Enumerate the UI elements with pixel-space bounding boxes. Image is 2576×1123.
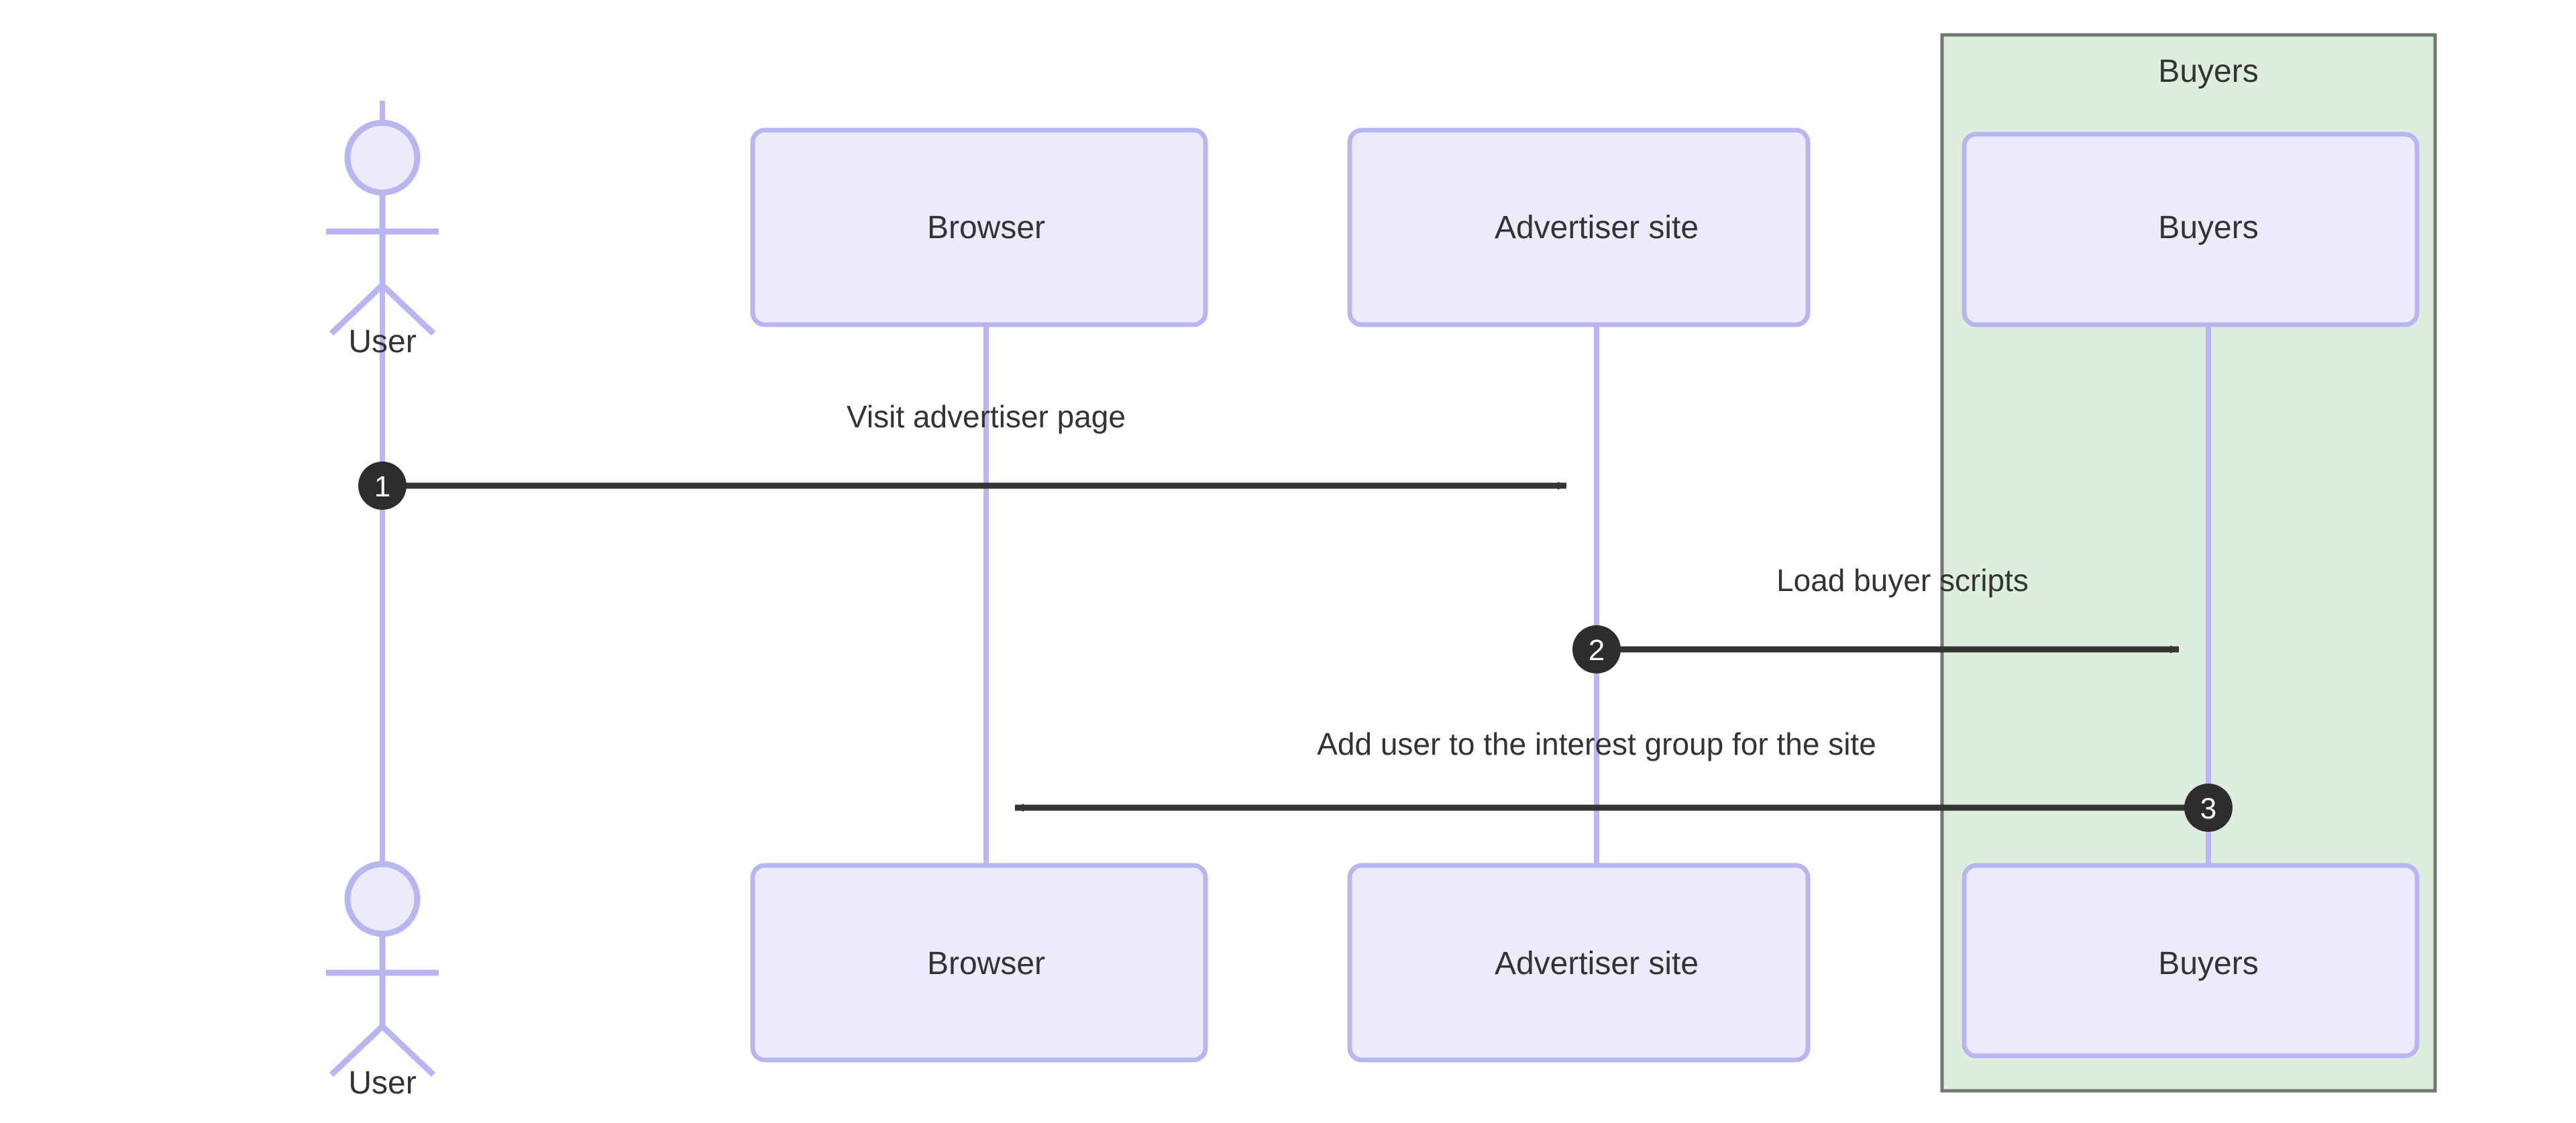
lifelines bbox=[380, 101, 2211, 879]
message-3-label: Add user to the interest group for the s… bbox=[1317, 727, 1876, 761]
participant-advertiser-top[interactable]: Advertiser site bbox=[1347, 127, 1811, 327]
participant-advertiser-bottom-rect bbox=[1347, 863, 1811, 1063]
participant-buyers-bottom-rect bbox=[1962, 863, 2420, 1059]
message-3[interactable]: Add user to the interest group for the s… bbox=[1014, 727, 2233, 832]
participant-buyers-bottom[interactable]: Buyers bbox=[1962, 863, 2420, 1059]
participant-browser-bottom-label: Browser bbox=[927, 946, 1045, 981]
participant-buyers-top-label: Buyers bbox=[2158, 210, 2258, 246]
actor-head-icon bbox=[344, 119, 421, 196]
actor-leg-right-icon bbox=[380, 1024, 436, 1077]
participant-advertiser-bottom[interactable]: Advertiser site bbox=[1347, 863, 1811, 1063]
actor-leg-right-icon bbox=[380, 282, 436, 336]
message-2[interactable]: Load buyer scripts 2 bbox=[1572, 563, 2180, 674]
participant-advertiser-bottom-label: Advertiser site bbox=[1495, 946, 1699, 981]
participant-buyers-bottom-label: Buyers bbox=[2158, 946, 2258, 981]
participant-browser-top-label: Browser bbox=[927, 210, 1045, 246]
message-2-number: 2 bbox=[1589, 634, 1605, 667]
participant-buyers-top[interactable]: Buyers bbox=[1962, 131, 2420, 327]
participant-browser-top-rect bbox=[750, 127, 1208, 327]
message-1-number: 1 bbox=[374, 470, 390, 503]
actor-user-bottom-label: User bbox=[348, 1065, 416, 1101]
message-1-label: Visit advertiser page bbox=[847, 399, 1126, 434]
participant-advertiser-top-rect bbox=[1347, 127, 1811, 327]
message-2-badge bbox=[1572, 625, 1621, 674]
participant-browser-top[interactable]: Browser bbox=[750, 127, 1208, 327]
actor-user-bottom[interactable]: User bbox=[326, 861, 439, 1101]
message-3-number: 3 bbox=[2200, 792, 2216, 825]
participant-advertiser-top-label: Advertiser site bbox=[1495, 210, 1699, 246]
message-1-badge bbox=[358, 462, 407, 510]
participant-browser-bottom[interactable]: Browser bbox=[750, 863, 1208, 1063]
participant-buyers-top-rect bbox=[1962, 131, 2420, 327]
message-2-label: Load buyer scripts bbox=[1776, 563, 2029, 598]
message-3-badge bbox=[2184, 784, 2233, 832]
message-1[interactable]: Visit advertiser page 1 bbox=[358, 399, 1567, 510]
actor-leg-left-icon bbox=[329, 1024, 385, 1077]
actor-head-icon bbox=[344, 861, 421, 937]
group-buyers-title: Buyers bbox=[2158, 54, 2258, 89]
actor-leg-left-icon bbox=[329, 282, 385, 336]
actor-user-top-label: User bbox=[348, 324, 416, 360]
actor-user-top[interactable]: User bbox=[326, 119, 439, 360]
participant-browser-bottom-rect bbox=[750, 863, 1208, 1063]
